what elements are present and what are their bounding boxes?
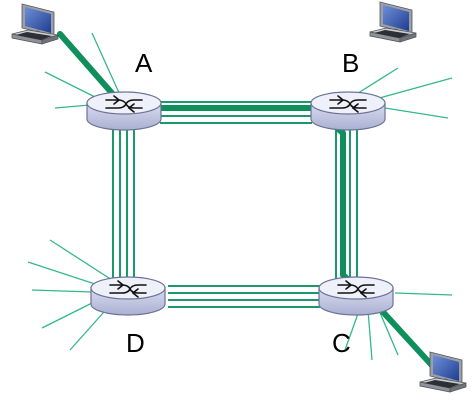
node-label-a: A: [135, 48, 153, 78]
router-switch-icon: [109, 280, 147, 298]
router-b: [310, 91, 386, 131]
router-switch-icon: [337, 280, 375, 298]
router-c: [318, 276, 394, 316]
link-B-C: [335, 125, 358, 282]
router-switch-icon: [105, 95, 143, 113]
host-top-left-icon: [11, 3, 59, 45]
node-label-d: D: [126, 328, 145, 358]
access-links: [27, 32, 453, 361]
host-top-right-icon: [369, 1, 417, 43]
node-label-c: C: [332, 328, 351, 358]
router-a: [86, 91, 162, 131]
trunk-links: [112, 101, 358, 308]
reserved-circuit-path: [57, 31, 441, 375]
router-d: [90, 276, 166, 316]
router-switch-icon: [329, 95, 367, 113]
link-A-D: [112, 125, 135, 282]
link-D-C: [168, 285, 320, 308]
node-label-b: B: [342, 48, 359, 78]
routers: [86, 91, 394, 316]
